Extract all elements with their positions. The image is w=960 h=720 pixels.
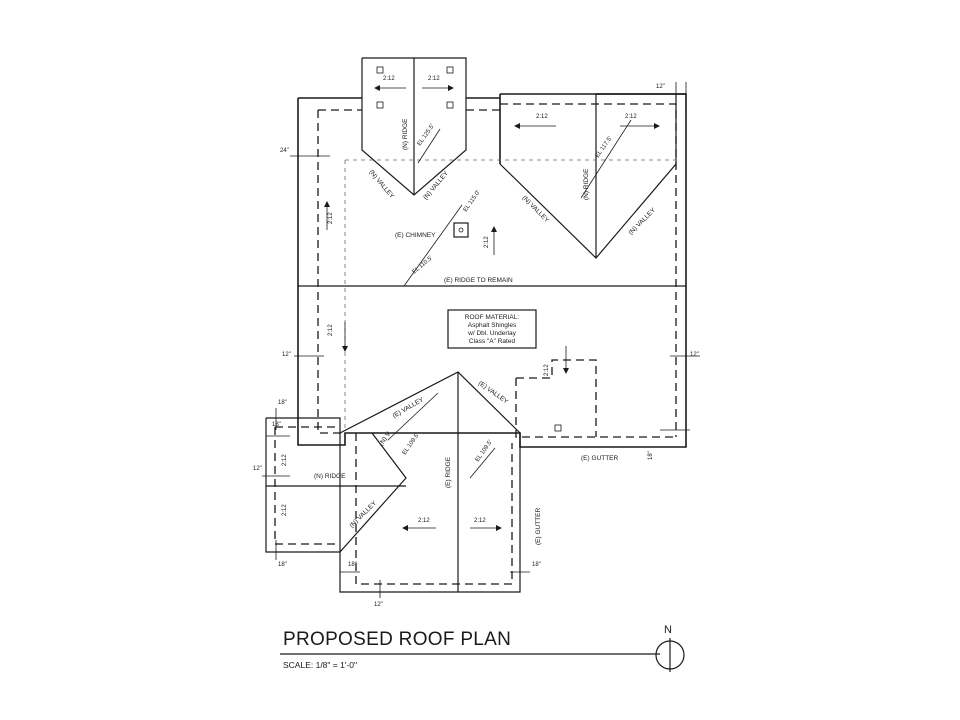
north-label: N bbox=[664, 624, 672, 636]
label-n-valley-north-right: (N) VALLEY bbox=[422, 170, 450, 202]
dim-south-left: 18" bbox=[348, 562, 357, 568]
slope-chimney: 2:12 bbox=[484, 236, 490, 248]
dim-top-right: 12" bbox=[656, 84, 665, 90]
label-e-chimney: (E) CHIMNEY bbox=[395, 232, 436, 239]
label-n-valley-north-left: (N) VALLEY bbox=[367, 169, 395, 201]
slope-east-notch: 2:12 bbox=[544, 364, 550, 376]
slope-west-upper: 2:12 bbox=[328, 212, 334, 224]
elevation-b: EL 115.0' bbox=[463, 190, 482, 214]
slope-west-lower: 2:12 bbox=[328, 324, 334, 336]
elevation-d: EL 110.5' bbox=[411, 255, 434, 275]
label-e-ridge-to-remain: (E) RIDGE TO REMAIN bbox=[444, 277, 513, 284]
elevation-a: EL 125.5' bbox=[417, 123, 436, 147]
slope-northeast-left: 2:12 bbox=[536, 114, 548, 120]
roof-material-line-4: Class "A" Rated bbox=[469, 338, 516, 345]
dim-south-bottom: 12" bbox=[374, 602, 383, 608]
slope-labels: 2:12 2:12 2:12 2:12 2:12 2:12 2:12 2:12 … bbox=[282, 76, 637, 524]
north-arrow: N bbox=[655, 624, 685, 672]
dim-sw-top: 18" bbox=[278, 400, 287, 406]
elevation-c: EL 117.5' bbox=[595, 136, 614, 160]
slope-north-right: 2:12 bbox=[428, 76, 440, 82]
dim-sw-bottom: 18" bbox=[278, 562, 287, 568]
roof-material-line-1: ROOF MATERIAL: bbox=[465, 314, 520, 321]
slope-south-right: 2:12 bbox=[474, 518, 486, 524]
elevation-e: EL 109.5' bbox=[402, 432, 421, 456]
dim-left-mid: 12" bbox=[282, 352, 291, 358]
drawing-title: PROPOSED ROOF PLAN bbox=[283, 629, 511, 650]
chimney bbox=[453, 222, 469, 238]
dim-south-right: 18" bbox=[532, 562, 541, 568]
slope-northeast-right: 2:12 bbox=[625, 114, 637, 120]
southwest-wing bbox=[265, 417, 406, 553]
elevation-f: EL 109.5' bbox=[475, 439, 494, 463]
dim-sw-left: 12" bbox=[253, 466, 262, 472]
label-n-valley-northeast-right: (N) VALLEY bbox=[627, 206, 657, 236]
label-e-gutter-south: (E) GUTTER bbox=[535, 508, 542, 545]
slope-north-left: 2:12 bbox=[383, 76, 395, 82]
valley-lines bbox=[387, 119, 632, 479]
dim-right-bottom: 18" bbox=[648, 451, 654, 460]
slope-arrows bbox=[324, 85, 660, 531]
north-gable bbox=[361, 57, 467, 196]
dim-sw-corner: 18" bbox=[272, 422, 281, 428]
slope-southwest-lower: 2:12 bbox=[282, 504, 288, 516]
dimension-labels: 12" 24" 18" 12" 12" 18" 12" 18" 18" 18" … bbox=[253, 82, 700, 608]
label-e-valley-right: (E) VALLEY bbox=[477, 380, 510, 406]
label-n-ridge-north: (N) RIDGE bbox=[402, 118, 409, 150]
roof-material-box: ROOF MATERIAL: Asphalt Shingles w/ Dbl. … bbox=[447, 309, 537, 349]
label-e-valley-left: (E) VALLEY bbox=[392, 396, 426, 420]
roof-material-line-3: w/ Dbl. Underlay bbox=[467, 330, 516, 337]
dim-left-upper: 24" bbox=[280, 148, 289, 154]
title-block: PROPOSED ROOF PLAN SCALE: 1/8" = 1'-0" bbox=[280, 629, 660, 670]
label-e-ridge-south: (E) RIDGE bbox=[445, 456, 452, 488]
label-e-gutter-east: (E) GUTTER bbox=[581, 455, 618, 462]
elevation-labels: EL 125.5' EL 115.0' EL 117.5' EL 110.5' … bbox=[402, 123, 614, 463]
dim-right-mid: 12" bbox=[690, 352, 699, 358]
drawing-scale: SCALE: 1/8" = 1'-0" bbox=[283, 660, 357, 670]
south-gable bbox=[339, 371, 521, 593]
slope-southwest-upper: 2:12 bbox=[282, 454, 288, 466]
vent-square bbox=[554, 424, 562, 432]
slope-south-left: 2:12 bbox=[418, 518, 430, 524]
roof-material-line-2: Asphalt Shingles bbox=[468, 322, 517, 329]
label-n-ridge-southwest: (N) RIDGE bbox=[314, 473, 346, 480]
label-n-ridge-northeast: (N) RIDGE bbox=[583, 168, 590, 200]
eave-lines bbox=[317, 103, 677, 438]
